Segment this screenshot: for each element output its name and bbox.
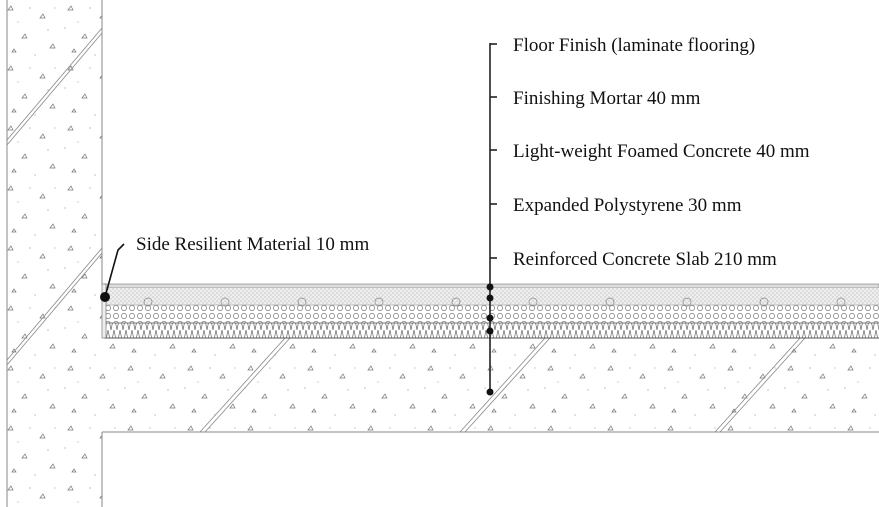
foamed-concrete-layer: [104, 305, 879, 323]
label-polystyrene: Expanded Polystyrene 30 mm: [513, 195, 742, 216]
rebar-symbols: [143, 297, 846, 307]
side-resilient-leader: [100, 243, 125, 302]
label-finishing-mortar: Finishing Mortar 40 mm: [513, 88, 701, 109]
concrete-wall: [6, 0, 103, 507]
leader-dots: [486, 283, 494, 396]
side-resilient-layer: [101, 283, 107, 339]
label-foamed-concrete: Light-weight Foamed Concrete 40 mm: [513, 141, 810, 162]
label-slab: Reinforced Concrete Slab 210 mm: [513, 249, 777, 270]
label-side-resilient: Side Resilient Material 10 mm: [136, 234, 369, 255]
label-floor-finish: Floor Finish (laminate flooring): [513, 35, 755, 56]
